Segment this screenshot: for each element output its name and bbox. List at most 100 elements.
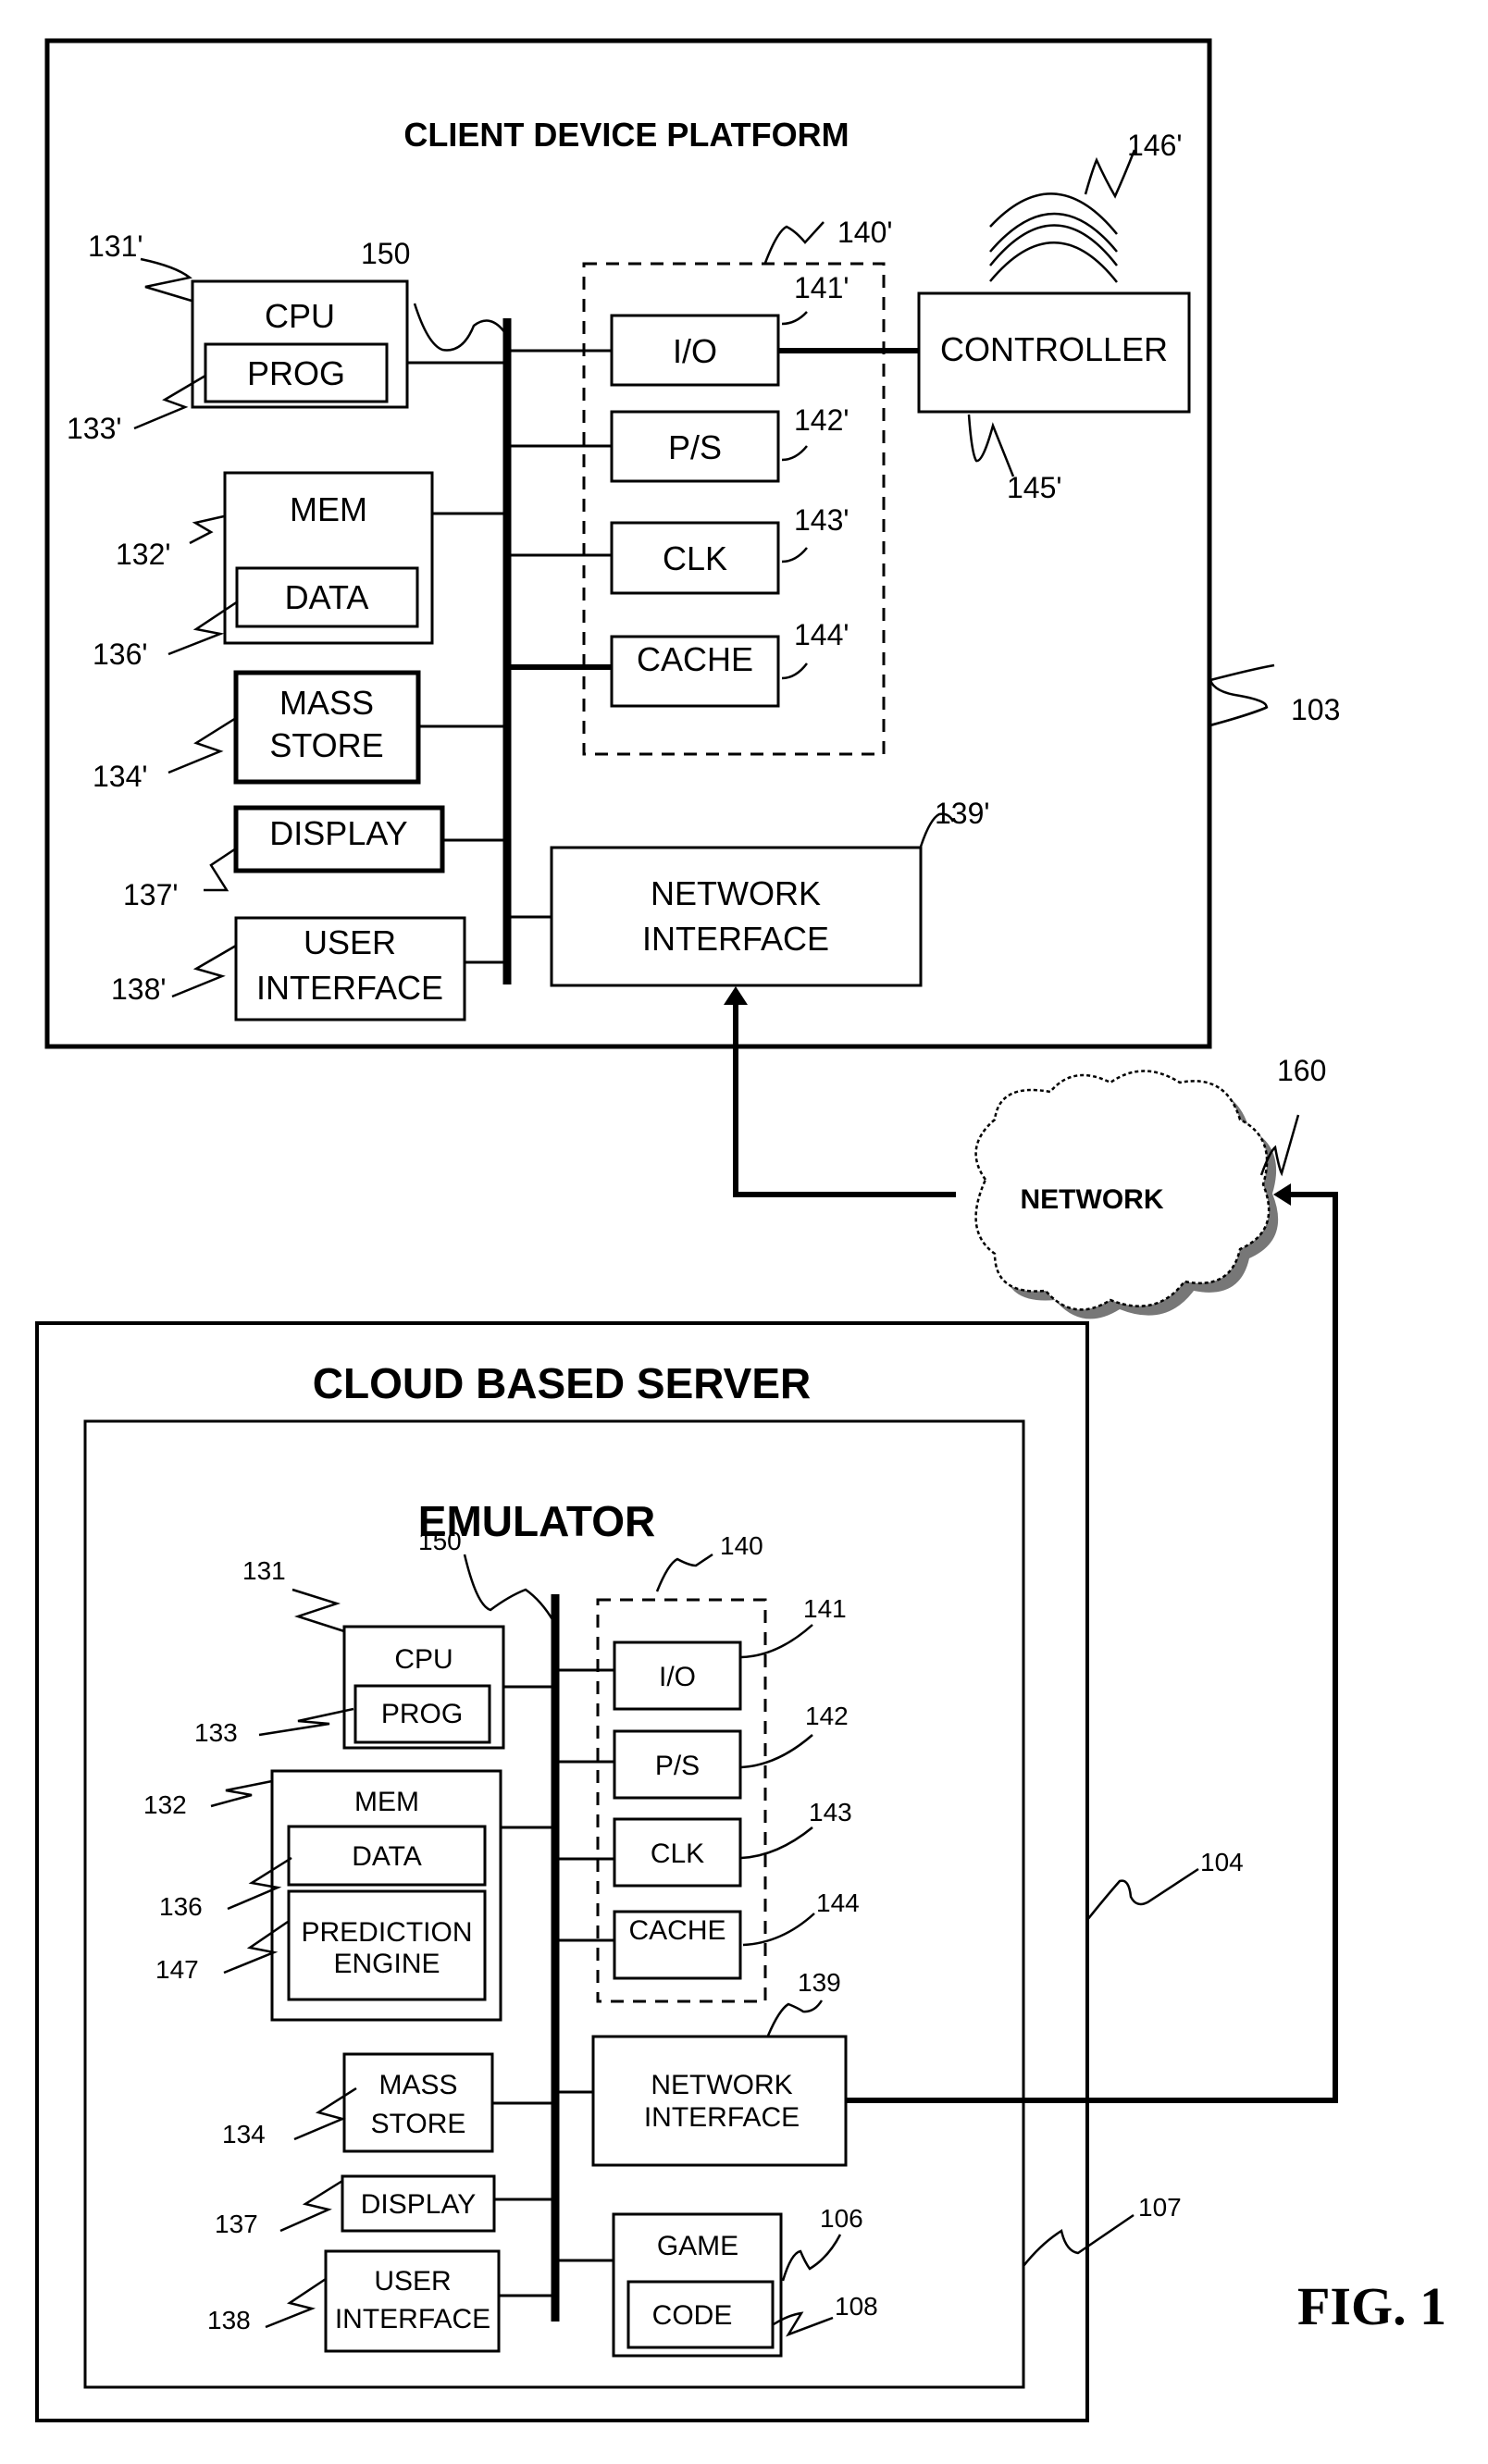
server-prog-leader: [259, 1709, 353, 1735]
server-ps-leader: [741, 1735, 812, 1767]
server-code-ref: 108: [835, 2292, 878, 2321]
server-mem-ref: 132: [143, 1790, 187, 1819]
server-data-ref: 136: [159, 1892, 203, 1921]
server-mass-store-label-2: STORE: [371, 2109, 466, 2139]
server-ps-label: P/S: [655, 1751, 700, 1781]
server-data-label: DATA: [352, 1841, 422, 1872]
server-title: CLOUD BASED SERVER: [313, 1359, 811, 1407]
client-prog-label: PROG: [247, 354, 345, 392]
client-user-interface-ref: 138': [111, 972, 167, 1006]
server-mass-store-label-1: MASS: [378, 2070, 457, 2100]
client-controller-ref: 145': [1007, 471, 1062, 504]
server-ref-leader: [1087, 1869, 1198, 1920]
server-clk-label: CLK: [651, 1839, 704, 1869]
figure-label: FIG. 1: [1297, 2276, 1446, 2336]
server-network-interface-box: [593, 2037, 846, 2165]
server-user-interface-label-1: USER: [374, 2266, 451, 2297]
server-game-label: GAME: [657, 2231, 738, 2261]
client-platform-title: CLIENT DEVICE PLATFORM: [403, 116, 849, 154]
client-data-label: DATA: [285, 578, 369, 616]
client-user-interface-label-2: INTERFACE: [256, 969, 443, 1007]
server-io-label: I/O: [659, 1662, 696, 1692]
client-signal-ref: 146': [1127, 129, 1183, 162]
client-ref-squiggle: [1210, 665, 1274, 725]
client-ref-label: 103: [1291, 693, 1340, 726]
server-support-group-leader: [657, 1554, 713, 1591]
network-ref: 160: [1277, 1054, 1326, 1087]
server-to-network-link: [846, 1195, 1335, 2100]
client-display-label: DISPLAY: [269, 814, 407, 852]
client-ps-ref: 142': [794, 403, 849, 437]
server-io-ref: 141: [803, 1594, 847, 1623]
client-mass-store-label-1: MASS: [279, 684, 374, 722]
server-clk-leader: [741, 1827, 812, 1858]
client-user-interface-label-1: USER: [304, 923, 396, 961]
server-ps: P/S 142: [555, 1702, 849, 1798]
cloud-based-server: CLOUD BASED SERVER 104 EMULATOR 107 150 …: [37, 1323, 1244, 2421]
server-prog-label: PROG: [381, 1699, 463, 1729]
client-bus-ref: 150: [361, 237, 410, 270]
server-user-interface-ref: 138: [207, 2306, 251, 2334]
server-cpu-label: CPU: [394, 1644, 453, 1675]
server-cache: CACHE 144: [555, 1888, 860, 1978]
client-io-ref: 141': [794, 271, 849, 304]
server-clk-ref: 143: [809, 1798, 852, 1826]
arrow-left-icon: [1273, 1183, 1291, 1206]
client-network-interface-box: [552, 848, 921, 985]
server-cache-leader: [743, 1913, 814, 1945]
server-user-interface-leader: [266, 2279, 326, 2327]
client-mass-store-ref: 134': [93, 760, 148, 793]
server-display-label: DISPLAY: [361, 2189, 477, 2220]
client-cpu-ref: 131': [88, 229, 143, 263]
server-network-interface-ref: 139: [798, 1968, 841, 1997]
server-user-interface-label-2: INTERFACE: [335, 2304, 490, 2334]
client-cache-label: CACHE: [637, 640, 753, 678]
server-prog-ref: 133: [194, 1718, 238, 1747]
server-mem-leader: [211, 1781, 272, 1806]
server-code-leader: [774, 2313, 833, 2334]
client-display-ref: 137': [123, 878, 179, 911]
client-device-platform: CLIENT DEVICE PLATFORM 103 150 CPU PROG …: [47, 41, 1340, 1046]
client-network-interface-label-2: INTERFACE: [642, 920, 829, 958]
client-network-interface-label-1: NETWORK: [651, 874, 821, 912]
client-controller-label: CONTROLLER: [940, 330, 1168, 368]
server-display-ref: 137: [215, 2210, 258, 2238]
client-data-ref: 136': [93, 638, 148, 671]
client-mem-label: MEM: [290, 490, 367, 528]
server-cpu-ref: 131: [242, 1556, 286, 1585]
server-prediction-engine-label-1: PREDICTION: [301, 1917, 472, 1948]
client-mass-store-label-2: STORE: [269, 726, 383, 764]
network-label: NETWORK: [1021, 1184, 1164, 1215]
client-mem-ref: 132': [116, 538, 171, 571]
server-code-label: CODE: [652, 2300, 733, 2331]
server-cpu-leader: [292, 1590, 344, 1631]
server-bus-leader: [465, 1554, 553, 1621]
client-io-label: I/O: [673, 332, 717, 370]
server-network-interface-leader: [768, 2000, 822, 2036]
server-game-ref: 106: [820, 2204, 863, 2233]
server-cache-label: CACHE: [628, 1915, 725, 1946]
server-prediction-engine-label-2: ENGINE: [333, 1949, 440, 1979]
server-io-leader: [741, 1625, 812, 1657]
server-clk: CLK 143: [555, 1798, 852, 1886]
client-cpu-label: CPU: [265, 297, 335, 335]
server-mass-store-ref: 134: [222, 2120, 266, 2148]
server-cache-ref: 144: [816, 1888, 860, 1917]
server-bus-ref: 150: [418, 1527, 462, 1555]
client-cache-ref: 144': [794, 618, 849, 651]
emulator-ref: 107: [1138, 2193, 1182, 2222]
server-engine-ref: 147: [155, 1955, 199, 1984]
client-clk-label: CLK: [663, 539, 727, 577]
server-mem-label: MEM: [354, 1787, 419, 1817]
server-ps-ref: 142: [805, 1702, 849, 1730]
server-display-leader: [280, 2181, 342, 2231]
server-box: [37, 1323, 1087, 2421]
network: NETWORK 160: [976, 1054, 1327, 1319]
client-clk-ref: 143': [794, 503, 849, 537]
server-ref: 104: [1200, 1848, 1244, 1876]
emulator-ref-leader: [1023, 2215, 1134, 2266]
server-network-interface-label-1: NETWORK: [651, 2070, 792, 2100]
server-support-group-ref: 140: [720, 1531, 763, 1560]
client-support-group-ref: 140': [837, 216, 893, 249]
